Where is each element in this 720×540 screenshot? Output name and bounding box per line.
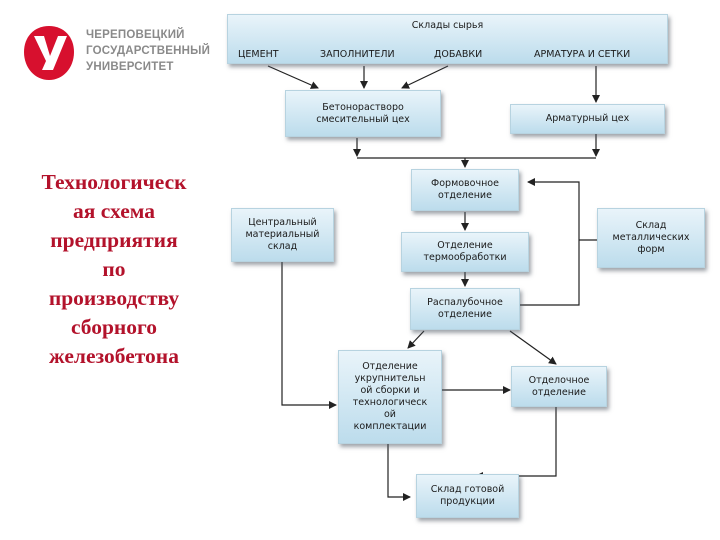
node-demolding: Распалубочное отделение bbox=[410, 288, 520, 330]
metal-forms-return-loop bbox=[520, 178, 580, 306]
arrow-demold-assembly bbox=[407, 330, 425, 349]
node-label: Склад готовой продукции bbox=[430, 484, 505, 507]
title-line: железобетона bbox=[49, 344, 179, 368]
arrow-cement-concrete bbox=[267, 65, 319, 89]
raw-item-aggregates: ЗАПОЛНИТЕЛИ bbox=[320, 49, 395, 60]
node-label: Центральный материальный склад bbox=[245, 217, 320, 252]
university-logo: ЧЕРЕПОВЕЦКИЙ ГОСУДАРСТВЕННЫЙ УНИВЕРСИТЕТ bbox=[22, 24, 212, 84]
raw-materials-title: Склады сырья bbox=[411, 20, 484, 31]
node-label: Склад металлических форм bbox=[612, 220, 690, 255]
logo-line: ГОСУДАРСТВЕННЫЙ bbox=[86, 45, 211, 57]
node-heat-treatment: Отделение термообработки bbox=[401, 232, 529, 272]
arrow-demold-finishing bbox=[509, 330, 557, 365]
node-central-warehouse: Центральный материальный склад bbox=[231, 208, 334, 262]
raw-item-rebar-mesh: АРМАТУРА И СЕТКИ bbox=[534, 49, 631, 60]
title-line: производству bbox=[48, 286, 180, 310]
node-label: Арматурный цех bbox=[545, 113, 630, 124]
node-finished-goods: Склад готовой продукции bbox=[416, 474, 519, 518]
finishing-to-finished-line bbox=[475, 407, 557, 480]
title-line: ая схема bbox=[72, 199, 156, 223]
title-line: Технологическ bbox=[41, 170, 187, 194]
raw-item-additives: ДОБАВКИ bbox=[434, 49, 483, 60]
title-line: по bbox=[102, 257, 126, 281]
warehouse-feed-line bbox=[281, 262, 337, 409]
logo-text: ЧЕРЕПОВЕЦКИЙ ГОСУДАРСТВЕННЫЙ УНИВЕРСИТЕТ bbox=[86, 27, 210, 75]
node-concrete-mixing: Бетонорастворо смесительный цех bbox=[285, 90, 441, 137]
node-label: Отделочное отделение bbox=[528, 374, 590, 398]
node-metal-forms-store: Склад металлических форм bbox=[597, 208, 705, 268]
node-label: Отделение укрупнительн ой сборки и техно… bbox=[352, 361, 428, 432]
node-label: Бетонорастворо смесительный цех bbox=[316, 101, 410, 125]
logo-line: УНИВЕРСИТЕТ bbox=[86, 61, 174, 73]
assembly-to-finished-line bbox=[387, 440, 411, 501]
logo-line: ЧЕРЕПОВЕЦКИЙ bbox=[86, 29, 185, 41]
raw-materials-box: Склады сырья ЦЕМЕНТ ЗАПОЛНИТЕЛИ ДОБАВКИ … bbox=[227, 14, 668, 64]
logo-mark-icon bbox=[24, 26, 74, 80]
node-label: Формовочное отделение bbox=[431, 178, 499, 201]
node-finishing: Отделочное отделение bbox=[511, 366, 607, 407]
node-label: Отделение термообработки bbox=[423, 240, 507, 263]
raw-item-cement: ЦЕМЕНТ bbox=[238, 49, 279, 60]
node-rebar-shop: Арматурный цех bbox=[510, 104, 665, 134]
node-forming: Формовочное отделение bbox=[411, 169, 519, 211]
node-assembly: Отделение укрупнительн ой сборки и техно… bbox=[338, 350, 442, 444]
title-line: предприятия bbox=[50, 228, 178, 252]
arrow-additives-concrete bbox=[401, 65, 449, 89]
title-line: сборного bbox=[70, 315, 158, 339]
slide-title: Технологическ ая схема предприятия по пр… bbox=[26, 168, 202, 371]
node-label: Распалубочное отделение bbox=[427, 297, 503, 320]
